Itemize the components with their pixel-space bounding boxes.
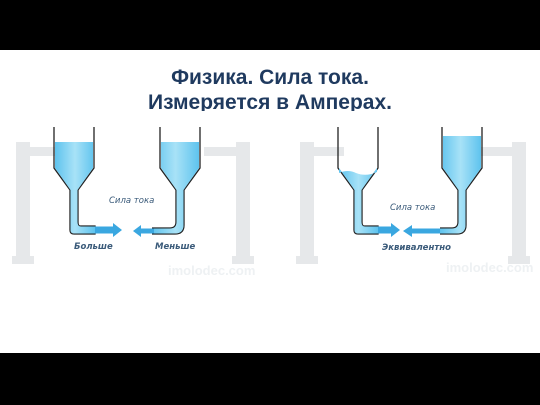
left-vessel-second <box>152 127 201 235</box>
right-stand <box>296 142 530 264</box>
slide-title-line1: Физика. Сила тока. <box>171 66 369 89</box>
left-arrow-less <box>133 225 154 237</box>
less-label: Меньше <box>155 242 195 252</box>
equivalent-arrows <box>378 223 440 237</box>
right-vessel-full <box>440 127 483 235</box>
right-vessel-half <box>337 127 379 235</box>
more-label: Больше <box>74 242 113 252</box>
equivalent-label: Эквивалентно <box>382 243 451 253</box>
slide: Сила тока Больше Меньше imolodec.com <box>0 50 540 353</box>
left-arrow-more <box>95 223 122 237</box>
right-watermark: imolodec.com <box>446 260 533 275</box>
slide-title-line2: Измеряется в Амперах. <box>147 91 393 111</box>
left-vessel-full <box>53 127 96 235</box>
left-current-label: Сила тока <box>109 196 154 206</box>
left-stand <box>12 142 254 264</box>
right-current-label: Сила тока <box>390 203 435 213</box>
illustration: Сила тока Больше Меньше imolodec.com <box>12 127 533 278</box>
left-watermark: imolodec.com <box>168 263 255 278</box>
